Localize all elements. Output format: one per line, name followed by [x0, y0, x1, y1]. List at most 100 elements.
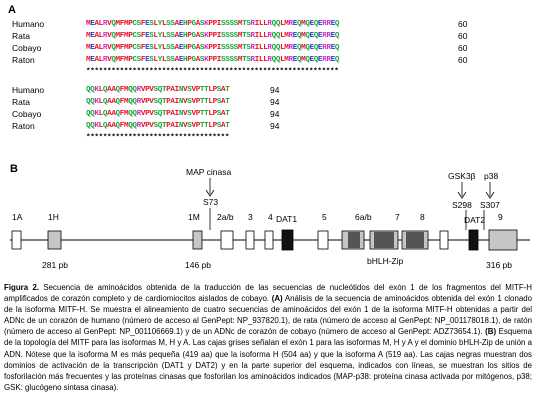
residue: S: [221, 32, 226, 40]
residue: L: [258, 32, 264, 40]
exon-label-5: 5: [322, 212, 327, 222]
residue: Y: [157, 44, 163, 52]
residue: P: [212, 98, 218, 106]
residue: P: [212, 56, 218, 64]
residue: M: [237, 32, 243, 40]
residue: P: [212, 122, 218, 130]
exon-label-4: 4: [268, 212, 273, 222]
residue: G: [191, 32, 196, 40]
exon-label-7: 7: [395, 212, 400, 222]
residue: F: [119, 110, 125, 118]
residue: M: [123, 86, 129, 94]
species-label: Rata: [12, 97, 30, 107]
residue: E: [318, 32, 323, 40]
residue: I: [174, 110, 180, 118]
residue: M: [237, 44, 243, 52]
residue: R: [326, 44, 331, 52]
residue: Q: [86, 98, 91, 106]
residue: Q: [157, 98, 163, 106]
residue: Q: [305, 56, 310, 64]
residue: N: [178, 122, 184, 130]
residue: Q: [132, 110, 137, 118]
residue: N: [178, 98, 184, 106]
sequence: QQKLQAAQFMQQRVPVSQTPAINVSVPTTLPSAT: [86, 96, 230, 108]
residue: K: [94, 86, 99, 94]
residue: M: [123, 110, 129, 118]
residue: Q: [275, 32, 281, 40]
residue: L: [98, 122, 104, 130]
residue: L: [161, 32, 167, 40]
residue: F: [119, 56, 125, 64]
residue: P: [208, 20, 213, 28]
residue: Q: [334, 44, 340, 52]
residue: V: [149, 110, 154, 118]
residue: M: [284, 56, 289, 64]
residue: K: [204, 56, 209, 64]
residue: S: [149, 56, 154, 64]
gsk-kinase-label: GSK3β: [448, 171, 476, 181]
species-label: Raton: [12, 121, 35, 131]
residue: S: [229, 44, 234, 52]
residue: L: [263, 44, 268, 52]
residue: E: [318, 44, 323, 52]
residue: S: [199, 44, 205, 52]
residue: R: [267, 44, 272, 52]
residue: P: [212, 44, 218, 52]
sequence: MEALRVQMFMPCSFESLYLSSAEHPGASKPPISSSSMTSR…: [86, 30, 339, 42]
residue: A: [174, 32, 180, 40]
residue: P: [195, 98, 201, 106]
residue: Q: [102, 86, 108, 94]
residue: E: [90, 56, 95, 64]
residue: L: [98, 98, 104, 106]
residue: F: [119, 86, 125, 94]
residue: L: [161, 44, 167, 52]
residue: S: [233, 44, 239, 52]
caption-lead: Figura 2.: [4, 283, 40, 292]
residue: E: [178, 32, 184, 40]
residue: R: [322, 20, 327, 28]
residue: Q: [111, 56, 116, 64]
residue: P: [187, 20, 192, 28]
residue: L: [263, 56, 268, 64]
residue: L: [263, 32, 268, 40]
residue: E: [178, 56, 184, 64]
residue: Q: [305, 32, 310, 40]
residue: A: [107, 122, 112, 130]
residue: I: [254, 20, 260, 28]
residue: P: [128, 20, 133, 28]
residue: A: [221, 98, 226, 106]
residue: S: [246, 20, 251, 28]
residue: A: [94, 32, 99, 40]
exon-5: [317, 230, 329, 250]
residue: S: [136, 32, 142, 40]
residue: G: [191, 44, 196, 52]
residue: S: [136, 56, 142, 64]
residue: R: [250, 20, 256, 28]
residue: V: [140, 110, 146, 118]
residue: Q: [157, 110, 163, 118]
residue: S: [233, 20, 239, 28]
exon-label-2ab: 2a/b: [217, 212, 234, 222]
residue: N: [178, 86, 184, 94]
residue: Q: [86, 122, 91, 130]
residue: L: [98, 110, 104, 118]
residue: R: [267, 56, 272, 64]
residue-number: 94: [270, 121, 280, 131]
residue: I: [174, 86, 180, 94]
residue: Q: [128, 122, 133, 130]
exon-9: [488, 229, 518, 251]
residue: V: [183, 98, 188, 106]
residue: Q: [102, 110, 108, 118]
residue: V: [183, 122, 188, 130]
residue: Q: [271, 32, 277, 40]
residue: R: [102, 20, 108, 28]
residue: I: [254, 56, 260, 64]
residue: Q: [115, 122, 121, 130]
residue: M: [86, 20, 91, 28]
residue: P: [166, 110, 171, 118]
exon-3: [245, 230, 255, 250]
exon-label-1h: 1H: [48, 212, 59, 222]
mitf-gene-diagram: MAP cinasa S73 GSK3β p38 S298 S307 1A 1H…: [10, 167, 530, 270]
residue: S: [166, 56, 171, 64]
residue: A: [195, 56, 201, 64]
